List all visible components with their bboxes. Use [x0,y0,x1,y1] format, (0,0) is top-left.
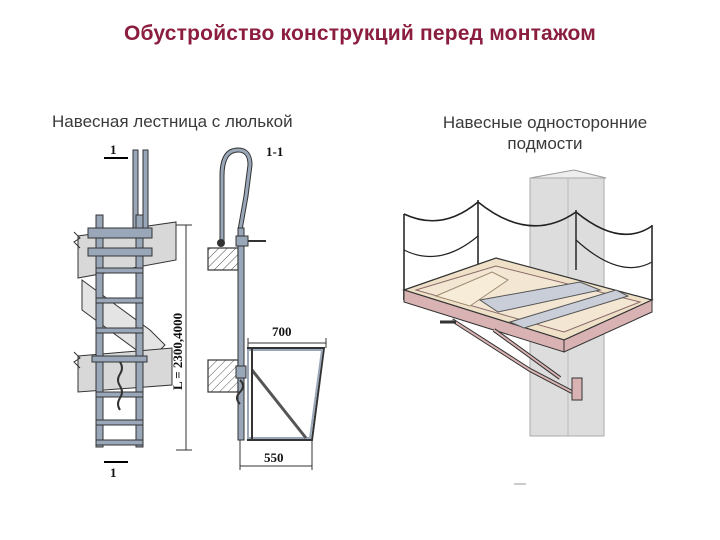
scaffold-caption-line2: подмости [507,134,583,153]
ladder-rung [95,391,144,398]
width-top-dimension: 700 [272,324,292,339]
lower-slab [77,347,173,393]
platform-edge-right [563,299,653,353]
top-clamp [87,227,153,239]
section-label: 1-1 [266,144,283,159]
width-bottom-dimension: 550 [264,450,284,465]
column-clamp [571,377,583,401]
hook-pin [217,239,225,247]
section-stringer [237,227,245,441]
ladder-rung [95,297,144,304]
stair-flight [81,279,166,361]
height-dimension: L = 2300,4000 [170,313,185,390]
break-line-upper [73,231,81,249]
scaffold-figure [402,169,654,485]
slide-title: Обустройство конструкций перед монтажом [123,22,596,45]
scaffold-caption: Навесные односторонние подмости [400,112,690,154]
ladder-rung [91,355,148,363]
ladder-rung [95,327,144,334]
deck-boards [434,271,509,307]
rail-rope [403,201,653,236]
break-line-lower [73,351,81,369]
beam-section-lower [207,359,239,393]
section-clamp-lower [235,365,247,379]
top-clamp-lower [87,247,153,257]
cradle-brace [250,369,308,439]
ladder-caption: Навесная лестница с люлькой [52,112,293,131]
section-clamp [235,235,249,247]
ladder-rung [95,439,144,446]
ladder-rung [95,267,144,274]
hook-bar-right [142,149,149,231]
beam-section-upper [207,247,239,271]
safety-chain [117,361,123,411]
ladder-rung [95,419,144,426]
ladder-section-view: 1-1 700 550 [207,144,327,470]
scaffold-caption-line1: Навесные односторонние [442,113,648,132]
ladder-front-view: 1 1 L = 2300,4000 [73,142,192,480]
section-mark-bottom: 1 [110,465,117,480]
section-mark-top: 1 [110,142,117,157]
